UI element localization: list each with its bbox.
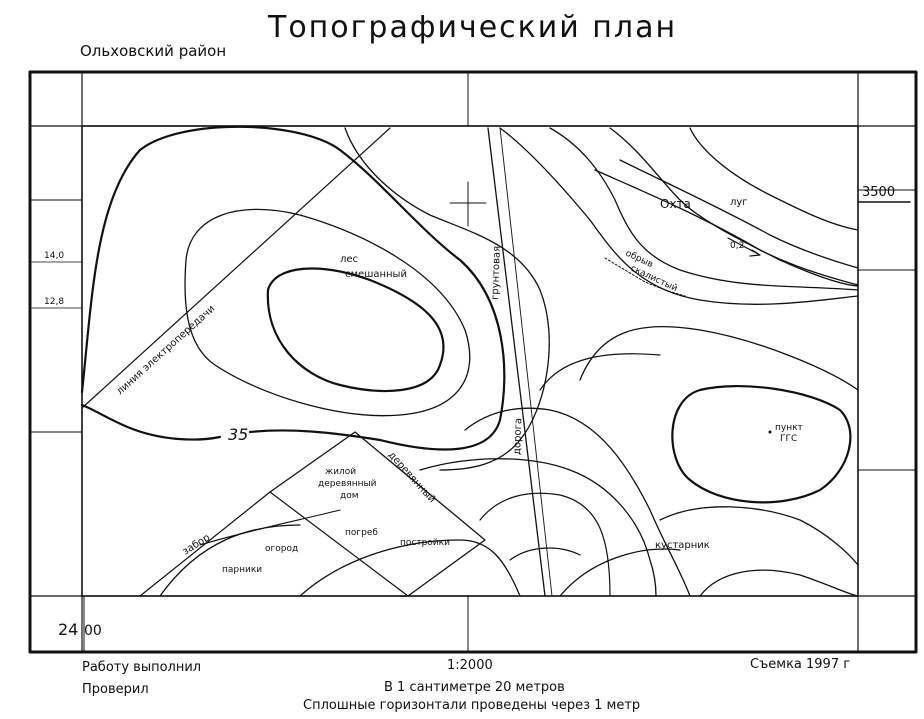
label-powerline: линия электропередачи — [115, 303, 218, 397]
coord-00: 00 — [84, 623, 102, 639]
label-forest: лес — [340, 254, 358, 265]
tick-12: 12,8 — [44, 297, 64, 307]
label-road: дорога — [512, 418, 524, 455]
label-river: Охта — [660, 197, 691, 211]
label-ggs-2: ГГС — [780, 434, 797, 444]
coord-3500: 3500 — [862, 185, 895, 200]
dirt-road — [487, 127, 546, 597]
plot-outline — [269, 431, 486, 597]
hill-contour-inner — [266, 267, 445, 393]
label-house-2: деревянный — [318, 479, 377, 489]
label-house-1: жилой — [325, 467, 356, 477]
label-dirt: грунтовая — [490, 246, 503, 300]
hill-contour-outer — [184, 208, 471, 417]
footer-contours-note: Сплошные горизонтали проведены через 1 м… — [303, 698, 641, 713]
tick-14: 14,0 — [44, 251, 64, 261]
outer-frame — [28, 70, 918, 654]
label-shrubs: кустарник — [655, 540, 710, 551]
footer-made-by: Работу выполнил — [82, 660, 202, 675]
footer-checked: Проверил — [82, 682, 149, 697]
label-rocky: скалистый — [629, 264, 679, 295]
label-mixed: смешанный — [345, 269, 407, 280]
footer-survey: Съемка 1997 г — [750, 657, 851, 672]
label-fence: забор — [181, 532, 212, 557]
contour-right-closed — [671, 385, 852, 504]
coord-24: 24 — [58, 620, 78, 639]
label-buildings: постройки — [400, 538, 450, 548]
label-house-3: дом — [340, 491, 359, 501]
label-greenhouses: парники — [222, 565, 262, 575]
label-garden: огород — [265, 544, 298, 554]
label-flow-speed: 0,2 — [730, 241, 744, 251]
label-ggs-1: пункт — [775, 423, 803, 433]
label-contour-35: 35 — [228, 425, 248, 444]
district-label: Ольховский район — [80, 42, 227, 60]
ggs-point-icon — [768, 430, 772, 434]
label-wooden: деревянный — [386, 450, 438, 506]
contour-35 — [80, 125, 506, 451]
map-title: Топографический план — [268, 10, 678, 45]
footer-scale-text: В 1 сантиметре 20 метров — [384, 680, 565, 695]
footer-scale: 1:2000 — [447, 658, 493, 673]
label-cellar: погреб — [345, 528, 378, 538]
label-meadow: луг — [730, 197, 748, 208]
powerline — [81, 127, 391, 409]
